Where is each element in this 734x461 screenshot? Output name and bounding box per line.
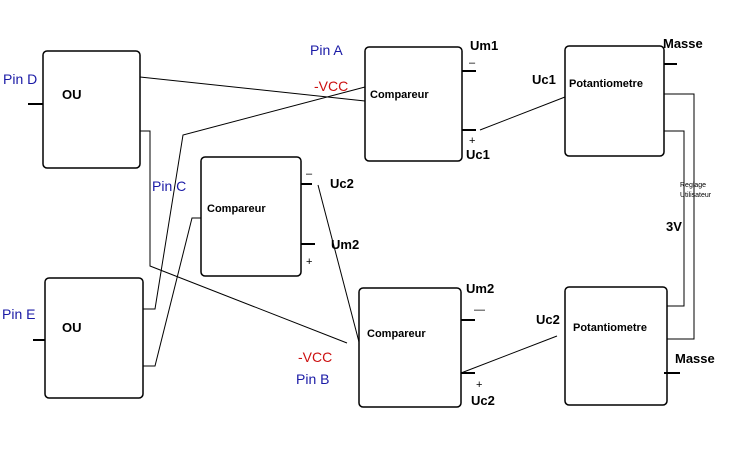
- reglage-label: Reglage: [680, 182, 706, 189]
- comparator-top-minus-sign: –: [469, 57, 476, 69]
- comparator-mid-minus-sign: –: [306, 168, 313, 180]
- block-comparator-mid: Compareur: [200, 156, 302, 277]
- wires: [139, 76, 695, 374]
- comparator-bottom-minus-sign: —: [474, 304, 485, 316]
- ou-bottom-label: OU: [62, 320, 82, 335]
- masse-bottom-label: Masse: [675, 351, 715, 366]
- block-ou-top: OU: [42, 50, 141, 169]
- comparator-bottom-plus-sign: +: [476, 379, 482, 391]
- wire-comp-bottom-to-pot-bottom: [460, 335, 558, 374]
- wire-pot-top-to-pot-bottom-inner: [664, 130, 685, 307]
- vcc-top-label: -VCC: [314, 78, 348, 94]
- wire-pot-top-to-pot-bottom-outer: [664, 93, 695, 340]
- uc2-bottom-label: Uc2: [471, 393, 495, 408]
- um2-mid-label: Um2: [331, 237, 359, 252]
- wire-comp-mid-to-comp-bottom: [317, 184, 360, 343]
- um2-bottom-label: Um2: [466, 281, 494, 296]
- block-potentiometer-top: Potantiometre: [564, 45, 665, 157]
- pin-d-label: Pin D: [3, 71, 37, 87]
- ou-top-label: OU: [62, 87, 82, 102]
- pin-stubs: [28, 63, 680, 374]
- block-potentiometer-bottom: Potantiometre: [564, 286, 668, 406]
- pin-c-label: Pin C: [152, 178, 186, 194]
- block-ou-bottom: OU: [44, 277, 144, 399]
- comparator-mid-plus-sign: +: [306, 256, 312, 268]
- comparator-mid-label: Compareur: [207, 203, 266, 215]
- wire-comp-top-to-pot-top: [479, 96, 566, 131]
- three-volt-label: 3V: [666, 219, 682, 234]
- comparator-bottom-label: Compareur: [367, 328, 426, 340]
- pin-e-label: Pin E: [2, 306, 35, 322]
- comparator-top-label: Compareur: [370, 89, 429, 101]
- wire-ou-bottom-to-comp-mid: [143, 217, 201, 367]
- uc2-potentiometer-label: Uc2: [536, 312, 560, 327]
- block-comparator-bottom: Compareur: [358, 287, 462, 408]
- um1-label: Um1: [470, 38, 498, 53]
- block-comparator-top: Compareur: [364, 46, 463, 162]
- uc1-comparator-label: Uc1: [466, 147, 490, 162]
- comparator-top-plus-sign: +: [469, 135, 475, 147]
- uc1-potentiometer-label: Uc1: [532, 72, 556, 87]
- uc2-mid-label: Uc2: [330, 176, 354, 191]
- pin-b-label: Pin B: [296, 371, 329, 387]
- wire-ou-top-to-comp-bottom: [140, 130, 348, 344]
- pin-a-label: Pin A: [310, 42, 343, 58]
- potentiometer-bottom-label: Potantiometre: [573, 322, 647, 334]
- potentiometer-top-label: Potantiometre: [569, 78, 643, 90]
- masse-top-label: Masse: [663, 36, 703, 51]
- utilisateur-label: Utilisateur: [680, 192, 712, 199]
- vcc-bottom-label: -VCC: [298, 349, 332, 365]
- wire-ou-bottom-to-comp-top: [143, 86, 366, 310]
